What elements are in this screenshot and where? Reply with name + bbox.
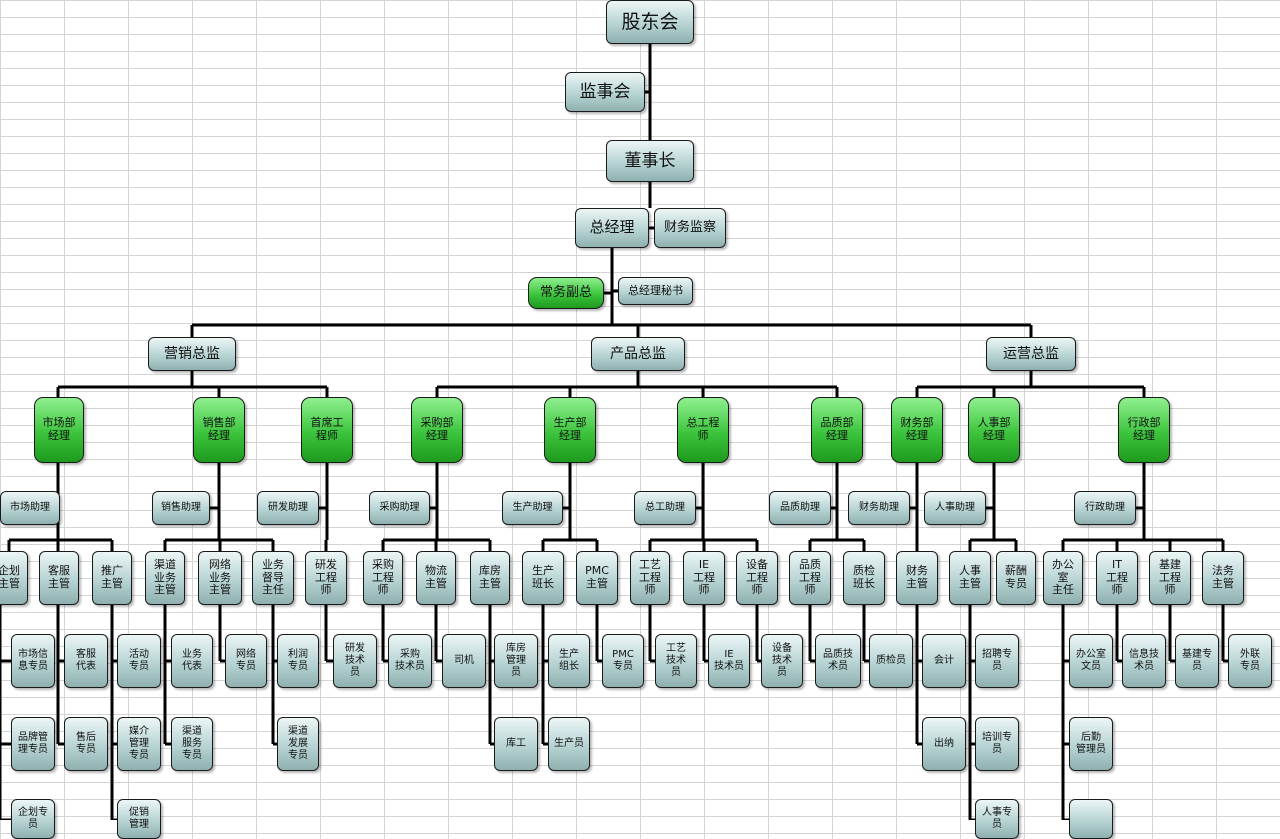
org-node-s-jijian: 基建 工程 师 xyxy=(1149,551,1191,605)
org-node-caigoubu: 采购部 经理 xyxy=(411,397,463,463)
org-node-zonggcs: 总工程 师 xyxy=(677,397,729,463)
org-node-s-caigougcs: 采购 工程 师 xyxy=(363,551,403,605)
org-node-s-wangluo: 网络 业务 主管 xyxy=(198,551,242,605)
org-node-shouxigcs: 首席工 程师 xyxy=(301,397,353,463)
org-node-l-pinpai: 品牌管 理专员 xyxy=(11,717,55,771)
org-node-l-iejsy: IE 技术员 xyxy=(708,634,750,688)
org-node-l-shengchanyuan: 生产员 xyxy=(548,717,590,771)
org-node-l-kefudaibiao: 客服 代表 xyxy=(64,634,108,688)
org-node-l-kufangguanli: 库房 管理 员 xyxy=(494,634,538,688)
org-node-s-shebei: 设备 工程 师 xyxy=(736,551,778,605)
org-node-s-xinchou: 薪酬 专员 xyxy=(996,551,1036,605)
org-node-s-pinzhigcs: 品质 工程 师 xyxy=(789,551,831,605)
org-node-l-xinxijs: 信息技 术员 xyxy=(1122,634,1166,688)
org-node-l-renshizy: 人事专 员 xyxy=(975,799,1019,839)
org-node-l-yanfajsy: 研发 技术 员 xyxy=(333,634,377,688)
org-node-l-kuaiji: 会计 xyxy=(922,634,966,688)
org-node-l-qihuazy: 企划专 员 xyxy=(11,799,55,839)
org-node-l-huodong: 活动 专员 xyxy=(117,634,161,688)
org-node-s-caiwuzg: 财务 主管 xyxy=(896,551,938,605)
org-node-l-pinzhijsy: 品质技 术员 xyxy=(815,634,861,688)
org-node-l-shebeijsy: 设备 技术 员 xyxy=(761,634,803,688)
org-node-a-renshi: 人事助理 xyxy=(924,491,986,525)
org-node-dongshizhang: 董事长 xyxy=(606,140,694,182)
org-node-renshibu: 人事部 经理 xyxy=(968,397,1020,463)
org-node-pinzhibu: 品质部 经理 xyxy=(811,397,863,463)
org-node-l-wenyuan: 办公室 文员 xyxy=(1069,634,1113,688)
org-node-a-shichang: 市场助理 xyxy=(0,491,60,525)
org-node-l-yewudaibiao: 业务 代表 xyxy=(171,634,213,688)
org-node-xiaoshoubu: 销售部 经理 xyxy=(193,397,245,463)
org-node-l-lirun: 利润 专员 xyxy=(277,634,319,688)
org-node-s-fawu: 法务 主管 xyxy=(1202,551,1244,605)
org-node-s-kufang: 库房 主管 xyxy=(470,551,510,605)
org-node-s-itgcs: IT 工程 师 xyxy=(1096,551,1138,605)
org-node-a-xiaoshou: 销售助理 xyxy=(152,491,210,525)
org-node-l-zhijianyuan: 质检员 xyxy=(869,634,913,688)
org-node-s-yanfagcs: 研发 工程 师 xyxy=(305,551,347,605)
org-node-s-ie: IE 工程 师 xyxy=(683,551,725,605)
org-node-l-zhaopin: 招聘专 员 xyxy=(975,634,1019,688)
org-node-a-caigou: 采购助理 xyxy=(369,491,430,525)
org-node-l-cuxiao: 促销 管理 xyxy=(117,799,161,839)
org-node-s-qihua: 企划 主管 xyxy=(0,551,28,605)
org-node-l-gongyijsy: 工艺 技术 员 xyxy=(655,634,697,688)
org-node-l-shengchanzz: 生产 组长 xyxy=(548,634,590,688)
org-node-s-yewududao: 业务 督导 主任 xyxy=(252,551,294,605)
org-node-l-kugong: 库工 xyxy=(494,717,538,771)
org-node-s-bangongshi: 办公 室 主任 xyxy=(1043,551,1083,605)
org-node-a-xingzheng: 行政助理 xyxy=(1074,491,1136,525)
org-node-s-pmc: PMC 主管 xyxy=(576,551,618,605)
org-node-l-siji: 司机 xyxy=(442,634,486,688)
org-node-shichangbu: 市场部 经理 xyxy=(34,397,84,463)
org-node-s-wuliu: 物流 主管 xyxy=(416,551,456,605)
org-node-a-yanfa: 研发助理 xyxy=(257,491,319,525)
org-node-caiwubu: 财务部 经理 xyxy=(891,397,943,463)
org-node-l-shichangxinxi: 市场信 息专员 xyxy=(11,634,55,688)
connector-lines xyxy=(0,44,1228,820)
org-node-l-bangongblank xyxy=(1069,799,1113,839)
org-node-gudonghui: 股东会 xyxy=(606,0,694,44)
org-node-l-chuna: 出纳 xyxy=(922,717,966,771)
org-node-yingxiao: 营销总监 xyxy=(148,337,236,371)
org-node-changwufuzong: 常务副总 xyxy=(528,277,604,309)
org-node-s-kefu: 客服 主管 xyxy=(39,551,79,605)
org-node-l-meijie: 媒介 管理 专员 xyxy=(117,717,161,771)
org-node-caiwujiancha: 财务监察 xyxy=(654,208,726,248)
org-node-s-tuiguang: 推广 主管 xyxy=(92,551,132,605)
org-node-zongjingli: 总经理 xyxy=(575,208,649,248)
org-node-a-pinzhi: 品质助理 xyxy=(769,491,831,525)
org-node-l-caigoujsy: 采购 技术员 xyxy=(388,634,432,688)
org-node-l-shouhou: 售后 专员 xyxy=(64,717,108,771)
org-node-a-zonggong: 总工助理 xyxy=(634,491,696,525)
org-node-s-shengchanbz: 生产 班长 xyxy=(522,551,564,605)
org-node-l-wangluozy: 网络 专员 xyxy=(225,634,267,688)
org-node-a-shengchan: 生产助理 xyxy=(502,491,563,525)
org-node-l-qudaofazhan: 渠道 发展 专员 xyxy=(277,717,319,771)
org-node-shengchanbu: 生产部 经理 xyxy=(544,397,596,463)
org-node-l-pmczy: PMC 专员 xyxy=(602,634,644,688)
org-node-zjlmishu: 总经理秘书 xyxy=(618,277,693,305)
org-node-s-gongyi: 工艺 工程 师 xyxy=(630,551,670,605)
org-node-yunying: 运营总监 xyxy=(986,337,1076,371)
org-node-s-renshizg: 人事 主管 xyxy=(949,551,991,605)
org-node-l-peixun: 培训专 员 xyxy=(975,717,1019,771)
org-node-s-zhijian: 质检 班长 xyxy=(843,551,885,605)
org-node-l-wailian: 外联 专员 xyxy=(1228,634,1272,688)
org-node-a-caiwu: 财务助理 xyxy=(848,491,910,525)
org-node-l-jijianzy: 基建专 员 xyxy=(1175,634,1219,688)
org-node-l-qudaofuwu: 渠道 服务 专员 xyxy=(171,717,213,771)
org-node-s-qudao: 渠道 业务 主管 xyxy=(145,551,185,605)
org-node-chanpin: 产品总监 xyxy=(591,337,685,371)
org-node-l-houqin: 后勤 管理员 xyxy=(1069,717,1113,771)
org-node-jianshihui: 监事会 xyxy=(565,72,645,112)
org-node-xingzhengbu: 行政部 经理 xyxy=(1118,397,1170,463)
